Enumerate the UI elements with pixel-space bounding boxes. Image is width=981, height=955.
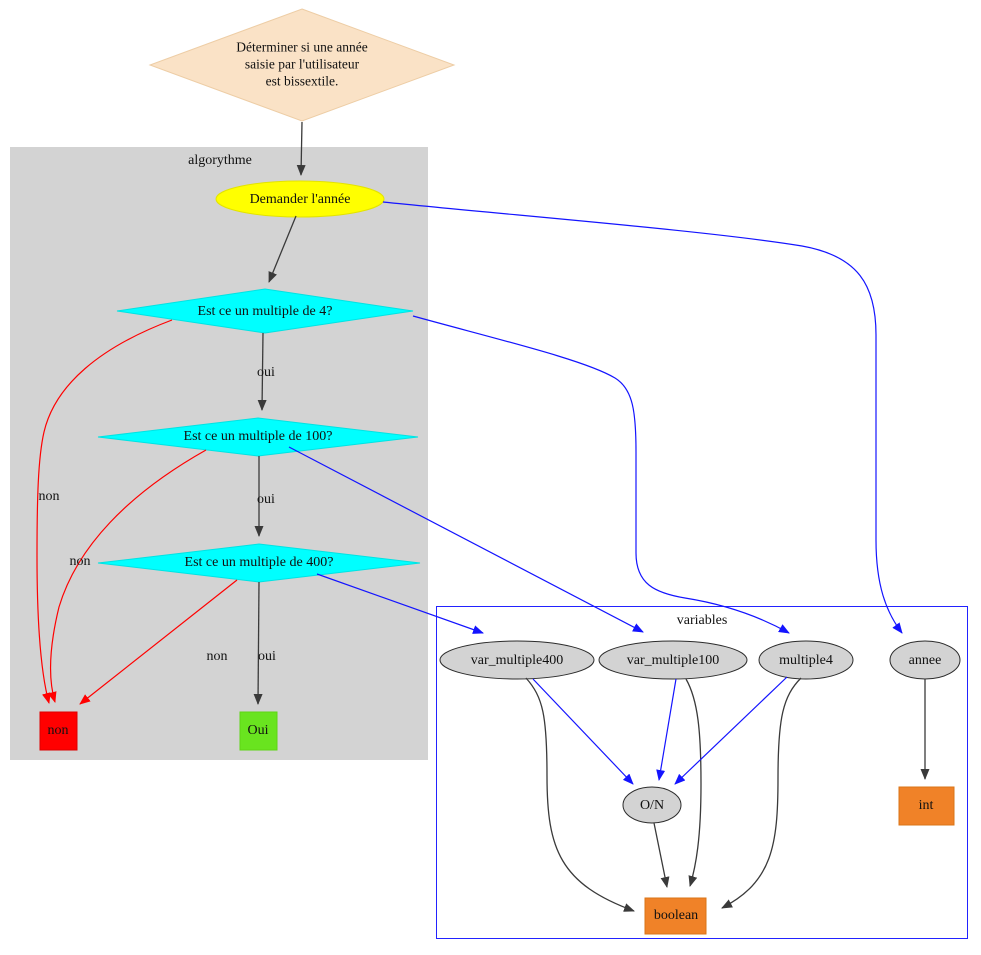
edge-label-non-1: non [38, 489, 60, 504]
edge-label-oui-3: oui [258, 649, 276, 664]
edge-m100-to-var100 [288, 446, 644, 633]
non-node-label: non [47, 723, 69, 738]
edge-demander-to-annee [382, 201, 903, 634]
edge-var400-to-boolean [525, 677, 635, 912]
edge-m400-to-oui [253, 581, 263, 705]
cluster-algorythme [10, 147, 428, 760]
edge-m4-to-multiple4 [412, 315, 790, 634]
int-type-label: int [918, 798, 934, 813]
edge-demander-to-m4 [268, 215, 297, 283]
start-node-line2: saisie par l'utilisateur [244, 56, 360, 72]
boolean-type-label: boolean [653, 908, 699, 923]
edge-var400-to-on [532, 678, 634, 785]
edge-m400-to-non [79, 579, 238, 705]
var-multiple100-ellipse-shape [598, 640, 748, 680]
non-box-shape [39, 711, 78, 751]
negative-edges [36, 319, 238, 705]
multiple4-decision-shape [116, 288, 414, 334]
edge-m400-to-var400 [316, 573, 484, 634]
annee-var-label: annee [908, 653, 942, 668]
demander-ellipse-shape [215, 180, 385, 218]
edge-m4-to-m100-oui [257, 332, 267, 411]
boolean-box-shape [644, 897, 707, 935]
start-node-label: Déterminer si une année saisie par l'uti… [236, 39, 368, 90]
edge-m100-to-non [47, 449, 207, 703]
multiple4-ellipse-shape [758, 640, 854, 680]
oui-node-label: Oui [247, 723, 269, 738]
cluster-variables-label: variables [676, 613, 728, 628]
edge-label-oui-2: oui [257, 492, 275, 507]
var-multiple100-label: var_multiple100 [626, 653, 720, 668]
edge-var100-to-boolean [685, 678, 702, 887]
m100-decision-label: Est ce un multiple de 100? [183, 429, 333, 444]
multiple4-var-label: multiple4 [779, 653, 833, 668]
edge-var100-to-on [656, 678, 677, 781]
on-ellipse-shape [622, 786, 682, 824]
variable-edges [288, 201, 903, 785]
cluster-algorythme-label: algorythme [188, 153, 252, 168]
edge-multiple4-to-on [674, 676, 788, 785]
m4-decision-label: Est ce un multiple de 4? [197, 304, 333, 319]
edge-label-oui-1: oui [257, 365, 275, 380]
node-shapes [39, 8, 961, 935]
start-node-line1: Déterminer si une année [236, 39, 368, 55]
start-node-line3: est bissextile. [265, 73, 339, 89]
var-multiple400-label: var_multiple400 [470, 653, 564, 668]
m400-decision-label: Est ce un multiple de 400? [184, 555, 334, 570]
edge-multiple4-to-boolean [721, 677, 802, 909]
on-var-label: O/N [639, 798, 665, 813]
var-multiple400-ellipse-shape [439, 640, 595, 680]
edge-on-to-boolean [653, 822, 670, 888]
flow-edges [253, 121, 930, 912]
multiple100-decision-shape [97, 417, 419, 457]
edge-label-non-2: non [69, 554, 91, 569]
edge-start-to-demander [296, 121, 306, 176]
int-box-shape [898, 786, 955, 826]
start-diamond-shape [148, 8, 456, 122]
edge-label-non-3: non [206, 649, 228, 664]
edge-m4-to-non [36, 319, 173, 704]
oui-box-shape [239, 711, 278, 751]
demander-node-label: Demander l'année [249, 192, 351, 207]
